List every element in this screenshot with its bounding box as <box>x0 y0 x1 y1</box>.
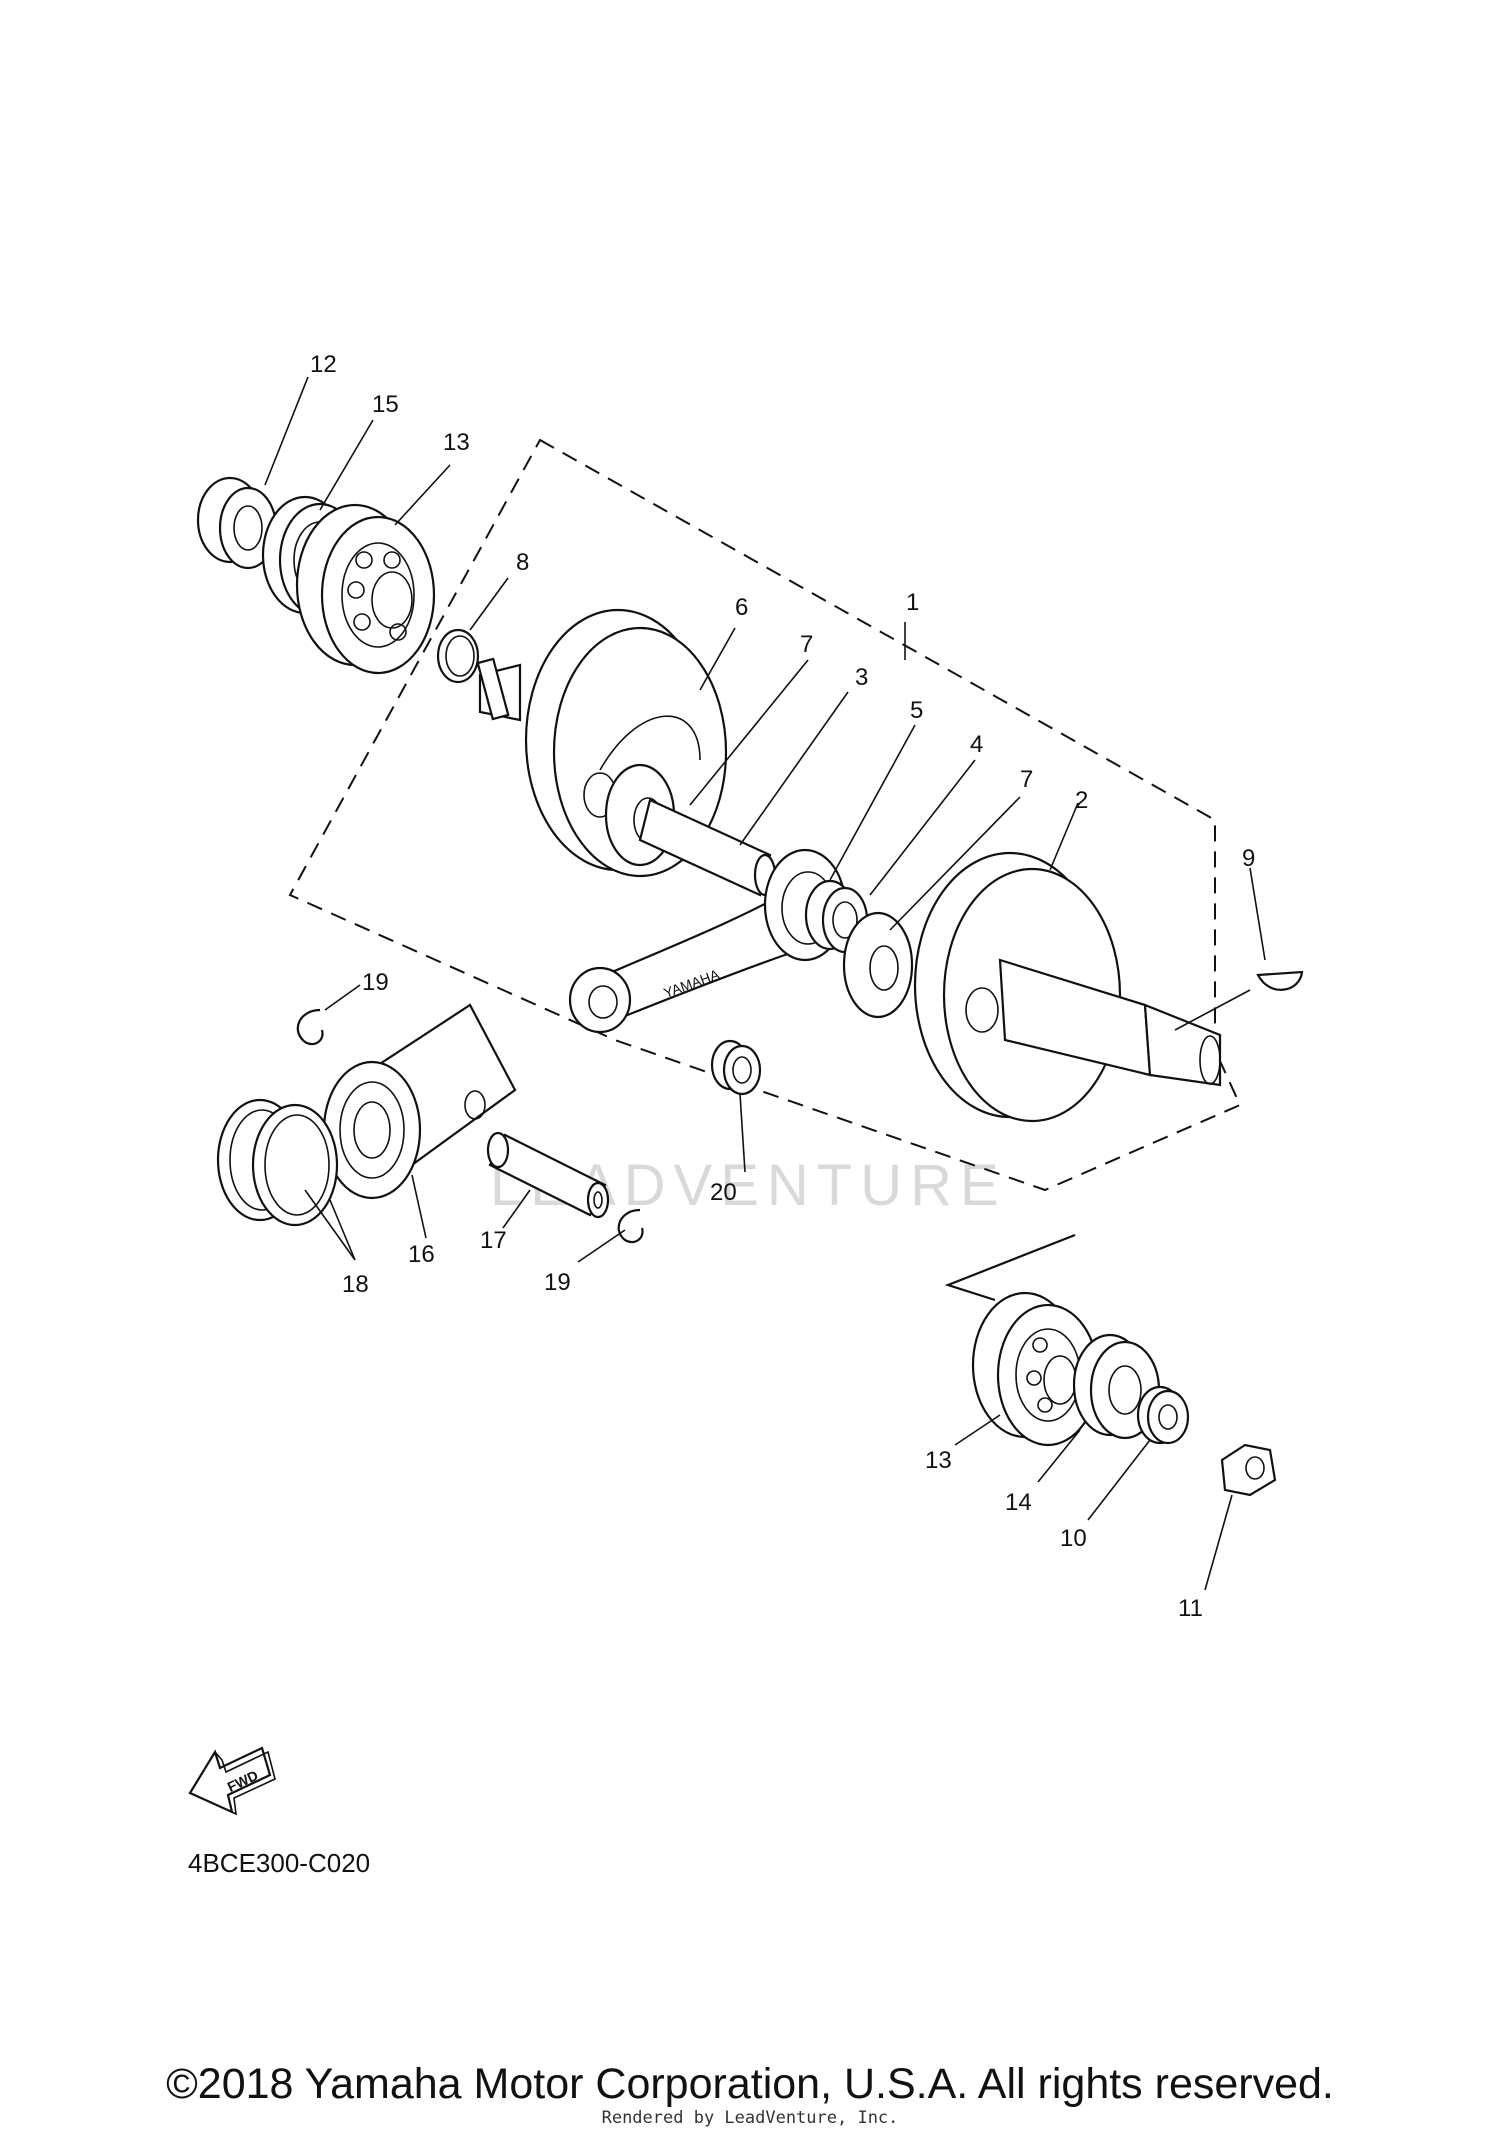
callout-20: 20 <box>710 1179 737 1206</box>
callout-7-right: 7 <box>1020 766 1033 793</box>
circlip-19-upper[interactable] <box>296 1008 324 1046</box>
callout-6: 6 <box>735 594 748 621</box>
lower-group-bracket <box>944 1233 1076 1302</box>
callout-3: 3 <box>855 664 868 691</box>
callout-15: 15 <box>372 391 399 418</box>
circlip-19-lower[interactable] <box>617 1208 644 1244</box>
crank-assembly-outline <box>288 438 1242 1192</box>
callout-17: 17 <box>480 1227 507 1254</box>
diagram-code: 4BCE300-C020 <box>188 1848 370 1878</box>
callout-13-upper: 13 <box>443 429 470 456</box>
callout-19-upper: 19 <box>362 969 389 996</box>
crank-web-right-2[interactable] <box>913 851 1222 1123</box>
callout-13-lower: 13 <box>925 1447 952 1474</box>
fwd-arrow-icon: FWD <box>188 1746 276 1816</box>
washer-7-right[interactable] <box>842 911 914 1019</box>
nut-11[interactable] <box>1220 1443 1277 1497</box>
callout-5: 5 <box>910 697 923 724</box>
piston-rings-18[interactable] <box>216 1098 339 1227</box>
callout-19-lower: 19 <box>544 1269 571 1296</box>
o-ring-8[interactable] <box>436 628 480 684</box>
callout-1: 1 <box>906 589 919 616</box>
piston-16[interactable] <box>322 1003 517 1200</box>
callout-12: 12 <box>310 351 337 378</box>
piston-pin-17[interactable] <box>486 1131 610 1219</box>
callout-9: 9 <box>1242 845 1255 872</box>
needle-bearing-20[interactable] <box>710 1039 762 1096</box>
copyright-notice: ©2018 Yamaha Motor Corporation, U.S.A. A… <box>166 2060 1334 2108</box>
callout-14: 14 <box>1005 1489 1032 1516</box>
bearing-13-upper[interactable] <box>295 503 436 675</box>
woodruff-key-9[interactable] <box>1256 970 1304 991</box>
connecting-rod-5[interactable]: YAMAHA <box>568 848 847 1034</box>
callout-10: 10 <box>1060 1525 1087 1552</box>
rendered-by-credit: Rendered by LeadVenture, Inc. <box>601 2108 899 2128</box>
callout-18: 18 <box>342 1271 369 1298</box>
callout-11: 11 <box>1178 1595 1203 1622</box>
callout-16: 16 <box>408 1241 435 1268</box>
callout-2: 2 <box>1075 787 1088 814</box>
callout-numbers: 12 15 13 8 1 6 7 3 5 4 7 2 9 19 16 17 18… <box>310 351 1255 1622</box>
leader-lines <box>264 376 1266 1591</box>
oil-seal-12[interactable] <box>196 476 278 570</box>
callout-4: 4 <box>970 731 983 758</box>
callout-8: 8 <box>516 549 529 576</box>
callout-7-left: 7 <box>800 631 813 658</box>
washer-10[interactable] <box>1136 1385 1190 1445</box>
